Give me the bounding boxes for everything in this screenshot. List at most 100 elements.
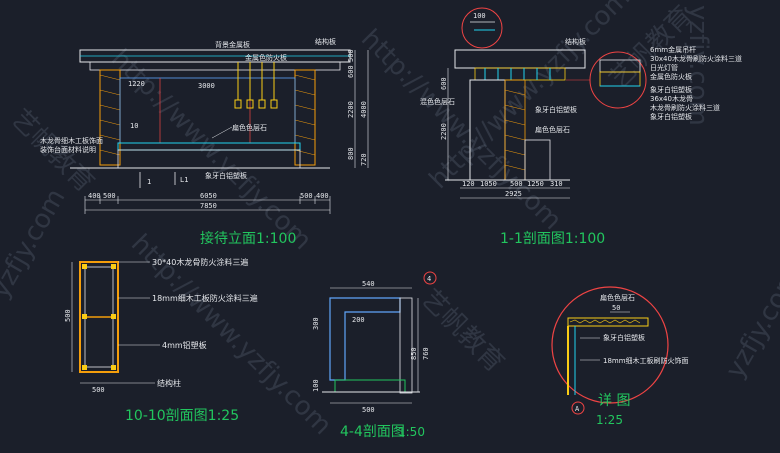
watermark-short-2: yzfjy.com: [0, 184, 72, 304]
section-10-10: 30*40木龙骨防火涂料三遍 18mm细木工板防火涂料三遍 4mm铝塑板 结构柱…: [64, 257, 258, 424]
detail-note-3: 18mm细木工板刷防火饰面: [603, 356, 689, 365]
elevation-dim-right-5: 800: [347, 147, 355, 160]
section11-detail-note-7: 木龙骨刷防火涂料三道: [650, 103, 720, 112]
elevation-dim-top-3: 6050: [200, 192, 217, 200]
section-4-4-title: 4-4剖面图: [340, 424, 405, 440]
watermark-short-1: yzfjy.com: [683, 5, 713, 126]
detail-circle: [551, 286, 669, 404]
section11-ceiling-joists: [484, 68, 551, 80]
section11-dim-bottom-1: 120: [462, 180, 475, 188]
elevation-dim-ticks: [84, 196, 331, 214]
section11-detail-note-4: 金属色防火板: [650, 72, 692, 81]
section11-dim-left-1: 600: [440, 77, 448, 90]
detail-note-1: 扁色色层石: [600, 293, 635, 302]
elevation-label-structure-wood: 结构板: [315, 37, 336, 46]
section11-label-right-1: 象牙白铝塑板: [535, 105, 577, 114]
elevation-label-surface-silver: 背景金属板: [215, 40, 250, 49]
elevation-dim-right-6: 720: [360, 153, 368, 166]
elevation-dim-total: 7850: [200, 202, 217, 210]
section-4-4-scale: 1:50: [398, 425, 425, 439]
section11-dim-bottom-5: 310: [550, 180, 563, 188]
elevation-dim-right-2: 600: [347, 65, 355, 78]
section4-dim-top: 540: [362, 280, 375, 288]
detail-stone-hatch: [569, 319, 641, 324]
section4-marker-circle: [423, 271, 437, 285]
section10-note-1: 30*40木龙骨防火涂料三遍: [152, 257, 248, 267]
elevation-leader-stone: [211, 126, 233, 139]
section4-dim-bottom: 500: [362, 406, 375, 414]
section-1-1-title: 1-1剖面图1:100: [500, 231, 605, 247]
section4-dim-mid: 850: [410, 347, 418, 360]
elevation-dim-mid-2: 3000: [198, 82, 215, 90]
elevation-pendant-lamps: [234, 62, 278, 109]
section4-counter-outline: [329, 297, 401, 381]
section10-dim-width: 500: [92, 386, 105, 394]
elevation-marker-1-left: 1: [147, 178, 151, 186]
section4-back-panel: [399, 297, 413, 394]
section4-dim-ledge: 200: [352, 316, 365, 324]
section10-outer-frame: [79, 261, 119, 373]
section11-top-detail-circle: [461, 7, 503, 49]
elevation-left-column-hatch: [99, 74, 121, 156]
section11-counter: [524, 139, 551, 181]
detail-dim-50: 50: [612, 304, 620, 312]
elevation-dim-top-2: 500: [103, 192, 116, 200]
section11-dim-total: 2925: [505, 190, 522, 198]
section11-detail-note-8: 象牙白铝塑板: [650, 112, 692, 121]
section11-detail-note-6: 36x40木龙骨: [650, 94, 693, 103]
section10-note-4: 结构柱: [157, 378, 181, 388]
section11-label-right-2: 扁色色层石: [535, 125, 570, 134]
section11-wall-hatch: [504, 89, 526, 171]
elevation-dim-top-5: 400: [316, 192, 329, 200]
section11-detail-note-2: 30x40木龙骨刷防火涂料三道: [650, 54, 742, 63]
detail-stone-layer: [567, 317, 649, 327]
elevation-dim-top-1: 400: [88, 192, 101, 200]
section4-marker: 4: [427, 275, 431, 283]
section11-dim-bottom-2: 1050: [480, 180, 497, 188]
detail-note-2: 象牙白铝塑板: [603, 333, 645, 342]
reception-elevation: 10 1 L1 背景金属板 金属色防火板 结构板 木龙骨细木工板饰面 装饰台面材…: [40, 37, 369, 247]
section11-label-left: 混色色层石: [420, 97, 455, 106]
section10-dim-height: 500: [64, 309, 72, 322]
detail-scale: 1:25: [596, 413, 623, 427]
section10-note-3: 4mm铝塑板: [162, 340, 207, 350]
section11-detail-note-3: 日光灯管: [650, 63, 678, 72]
watermark-url-4: http://www.yzfjy.com: [424, 0, 636, 195]
elevation-dim-top-4: 500: [300, 192, 313, 200]
section11-label-structure: 结构板: [565, 37, 586, 46]
section4-dim-left: 300: [312, 317, 320, 330]
elevation-right-column-hatch: [294, 74, 316, 156]
section10-corner-battens: [82, 264, 116, 370]
section11-dim-bottom-4: 1250: [527, 180, 544, 188]
elevation-label-stone: 扁色色层石: [232, 123, 267, 132]
detail-title: 详 图: [598, 393, 630, 409]
detail-a: 50 扁色色层石 象牙白铝塑板 18mm细木工板刷防火饰面 A 详 图 1:25: [551, 286, 689, 427]
elevation-label-left-note-2: 装饰台面材料说明: [40, 145, 96, 154]
elevation-label-gold-leaf: 金属色防火板: [245, 53, 287, 62]
section11-detail-note-5: 象牙白铝塑板: [650, 85, 692, 94]
section4-base: [334, 379, 406, 393]
elevation-dim-right-3: 2200: [347, 101, 355, 118]
elevation-label-left-note-1: 木龙骨细木工板饰面: [40, 136, 103, 145]
section10-note-2: 18mm细木工板防火涂料三遍: [152, 293, 258, 303]
section-1-1: 100 6mm金属吊杆 30x40木龙骨刷防火涂料三道 日光灯管 金属色防火板 …: [420, 7, 742, 247]
section4-dim-total: 760: [422, 347, 430, 360]
section-10-10-title: 10-10剖面图1:25: [125, 408, 239, 424]
elevation-dim-mid-1: 1220: [128, 80, 145, 88]
watermark-short-3: yzfjy.com: [720, 264, 780, 384]
elevation-marker-1-right: L1: [180, 176, 188, 184]
section11-dim-left-2: 2200: [440, 123, 448, 140]
elevation-dim-right-4: 4000: [360, 101, 368, 118]
section11-detail-note-1: 6mm金属吊杆: [650, 45, 696, 54]
elevation-marker-10: 10: [130, 122, 138, 130]
watermark-brand-3: 艺帆教育: [415, 284, 510, 379]
section11-dim-bottom-3: 500: [510, 180, 523, 188]
detail-marker: A: [575, 405, 580, 413]
section-4-4: 4 540 200 300 850 760 100 500 4-4剖面图 1:5…: [312, 271, 437, 440]
section11-top-marker: 100: [473, 12, 486, 20]
section4-dim-base: 100: [312, 379, 320, 392]
detail-marker-circle: [571, 401, 585, 415]
reception-elevation-title: 接待立面1:100: [200, 230, 296, 247]
